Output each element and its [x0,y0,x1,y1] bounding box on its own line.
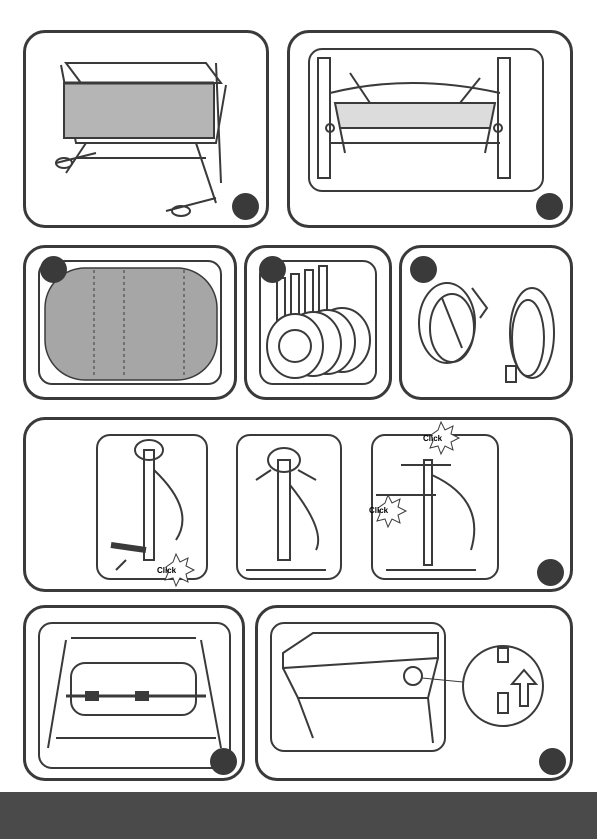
step-panel-side-frame [23,605,245,781]
click-label: Click [369,506,388,515]
part-number-badge [40,256,67,283]
footer-bar [0,792,597,839]
step-panel-attach-detail [255,605,573,781]
part-panel-mattress [23,245,237,400]
part-panel-wheels [244,245,392,400]
click-label: Click [423,434,442,443]
attach-illustration [258,608,576,784]
click-label: Click [157,566,176,575]
step-panel-folding: Click Click Click [23,417,573,592]
step-number-badge [539,748,566,775]
step-number-badge [210,748,237,775]
step-panel-assembled-crib [23,30,269,228]
frame-illustration [290,33,576,231]
part-panel-straps [399,245,573,400]
part-number-badge [410,256,437,283]
step-number-badge [232,193,259,220]
step-number-badge [536,193,563,220]
folding-illustration [26,420,576,595]
step-number-badge [537,559,564,586]
step-panel-frame-fabric [287,30,573,228]
part-number-badge [259,256,286,283]
